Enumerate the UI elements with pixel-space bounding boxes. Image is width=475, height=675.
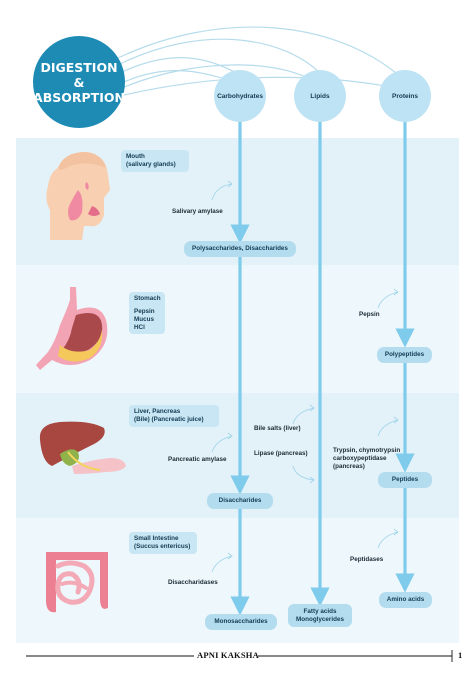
- trypsin-line-2: carboxypeptidase: [333, 454, 387, 462]
- disaccharidases-label: Disaccharidases: [168, 579, 218, 586]
- stomach-secretion-3: HCl: [134, 323, 145, 331]
- stomach-secretion-2: Mucus: [134, 315, 154, 323]
- enzyme-arrow-pancreatic: [211, 432, 233, 453]
- disaccharides-pill: Disaccharides: [207, 493, 273, 509]
- fatty-acids-pill: Fatty acids Monoglycerides: [288, 604, 352, 628]
- stomach-illustration: [36, 287, 108, 370]
- polypeptides-pill: Polypeptides: [377, 347, 432, 363]
- amino-acids-pill: Amino acids: [379, 592, 432, 608]
- proteins-label: Proteins: [391, 92, 418, 100]
- small-intestine-line-1: Small Intestine: [134, 535, 179, 542]
- trypsin-label: Trypsin, chymotrypsin carboxypeptidase (…: [333, 447, 400, 471]
- enzyme-arrow-lipase: [292, 465, 315, 484]
- salivary-amylase-label: Salivary amylase: [172, 208, 223, 215]
- enzyme-arrow-bile: [292, 404, 315, 425]
- liver-pancreas-line-1: Liver, Pancreas: [134, 408, 181, 415]
- head-illustration: [46, 152, 110, 240]
- trypsin-line-3: (pancreas): [333, 462, 365, 470]
- mouth-organ-line-1: Mouth: [126, 153, 145, 160]
- stomach-organ-name: Stomach: [134, 295, 161, 302]
- pepsin-enzyme-label: Pepsin: [359, 311, 380, 318]
- enzyme-arrow-disaccharidases: [211, 552, 233, 573]
- title-line-2: ABSORPTION: [33, 89, 125, 105]
- enzyme-arrow-trypsin: [377, 416, 399, 437]
- liver-pancreas-illustration: [39, 421, 126, 474]
- enzyme-arrow-peptidases: [377, 528, 399, 549]
- small-intestine-organ-label: Small Intestine (Succus entericus): [129, 532, 197, 554]
- lipids-circle: Lipids: [294, 70, 346, 122]
- liver-pancreas-line-2: (Bile) (Pancreatic juice): [134, 415, 204, 423]
- monosaccharides-pill: Monosaccharides: [205, 614, 277, 630]
- footer-brand: APNI KAKSHA: [197, 650, 259, 660]
- footer-rule: [26, 650, 453, 662]
- carbohydrates-circle: Carbohydrates: [214, 70, 266, 122]
- enzyme-arrow-pepsin: [377, 288, 399, 309]
- mouth-organ-line-2: (salivary glands): [126, 160, 176, 168]
- enzyme-arrow-salivary: [211, 180, 233, 201]
- bile-salts-label: Bile salts (liver): [254, 425, 301, 432]
- stomach-secretion-1: Pepsin: [134, 307, 155, 315]
- peptidases-label: Peptidases: [350, 556, 384, 563]
- stomach-organ-label: Stomach Pepsin Mucus HCl: [129, 292, 165, 335]
- peptides-pill: Peptides: [378, 472, 432, 488]
- pancreatic-amylase-label: Pancreatic amylase: [168, 456, 227, 463]
- page-number: 1: [458, 650, 463, 660]
- proteins-circle: Proteins: [379, 70, 431, 122]
- lipase-label: Lipase (pancreas): [254, 450, 308, 457]
- mouth-organ-label: Mouth (salivary glands): [121, 150, 189, 172]
- trypsin-line-1: Trypsin, chymotrypsin: [333, 447, 401, 454]
- lipids-label: Lipids: [310, 92, 330, 100]
- small-intestine-line-2: (Succus entericus): [134, 542, 191, 550]
- fatty-acids-line-2: Monoglycerides: [296, 615, 344, 623]
- fatty-acids-line-1: Fatty acids: [303, 608, 337, 615]
- title-circle: DIGESTION & ABSORPTION: [33, 36, 125, 128]
- liver-pancreas-organ-label: Liver, Pancreas (Bile) (Pancreatic juice…: [129, 405, 219, 427]
- title-line-1: DIGESTION &: [40, 59, 118, 90]
- intestine-illustration: [46, 552, 108, 613]
- carbohydrates-label: Carbohydrates: [217, 92, 263, 100]
- polysaccharides-pill: Polysaccharides, Disaccharides: [184, 241, 296, 257]
